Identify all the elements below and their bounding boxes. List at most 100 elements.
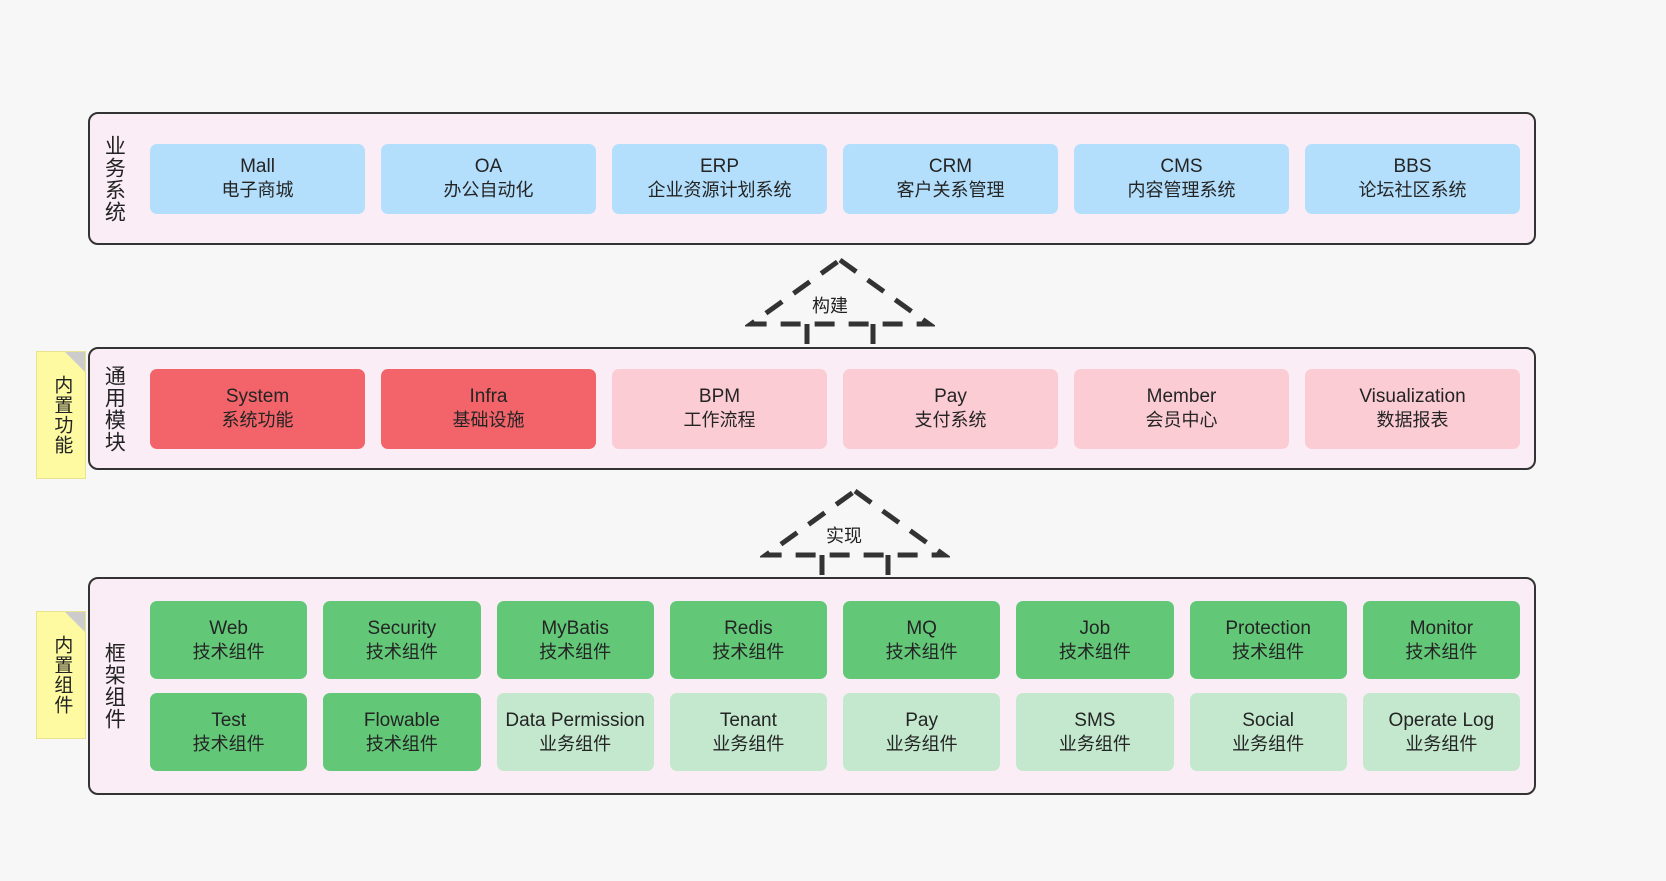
card-data-permission[interactable]: Data Permission 业务组件	[496, 693, 654, 771]
card-row: Mall 电子商城 OA 办公自动化 ERP 企业资源计划系统 CRM 客户关系…	[150, 143, 1520, 214]
card-title: Operate Log	[1388, 709, 1495, 731]
arrow-stem-icon	[804, 324, 876, 352]
card-mybatis[interactable]: MyBatis 技术组件	[496, 601, 654, 679]
card-visualization[interactable]: Visualization 数据报表	[1305, 368, 1520, 449]
card-erp[interactable]: ERP 企业资源计划系统	[612, 143, 827, 214]
card-title: MyBatis	[541, 617, 609, 639]
card-tenant[interactable]: Tenant 业务组件	[669, 693, 827, 771]
card-subtitle: 电子商城	[221, 180, 294, 201]
layer-body-modules: System 系统功能 Infra 基础设施 BPM 工作流程 Pay 支付系统…	[136, 349, 1534, 468]
card-bpm[interactable]: BPM 工作流程	[612, 368, 827, 449]
card-security[interactable]: Security 技术组件	[323, 601, 481, 679]
page-fold-icon	[65, 352, 85, 372]
layer-panel-business: 业务系统 Mall 电子商城 OA 办公自动化 ERP 企业资源计划系统 CRM…	[88, 112, 1536, 245]
layer-panel-modules: 通用模块 System 系统功能 Infra 基础设施 BPM 工作流程 Pay…	[88, 347, 1536, 470]
sticky-note-builtin-components: 内置组件	[36, 611, 86, 739]
card-title: Pay	[934, 386, 967, 408]
card-pay[interactable]: Pay 支付系统	[843, 368, 1058, 449]
layer-label-business: 业务系统	[102, 134, 126, 223]
card-row: System 系统功能 Infra 基础设施 BPM 工作流程 Pay 支付系统…	[150, 368, 1520, 449]
card-subtitle: 客户关系管理	[896, 180, 1005, 201]
card-subtitle: 业务组件	[712, 733, 785, 754]
layer-body-framework: Web 技术组件 Security 技术组件 MyBatis 技术组件 Redi…	[136, 579, 1534, 793]
card-title: Web	[209, 617, 248, 639]
card-title: Test	[211, 709, 247, 731]
card-subtitle: 技术组件	[1058, 641, 1131, 662]
card-title: Redis	[724, 617, 773, 639]
layer-panel-framework: 框架组件 Web 技术组件 Security 技术组件 MyBatis 技术组件…	[88, 577, 1536, 795]
card-subtitle: 数据报表	[1376, 410, 1449, 431]
card-row: Test 技术组件 Flowable 技术组件 Data Permission …	[150, 693, 1520, 771]
card-mq[interactable]: MQ 技术组件	[843, 601, 1001, 679]
card-oa[interactable]: OA 办公自动化	[381, 143, 596, 214]
card-subtitle: 支付系统	[914, 410, 987, 431]
card-subtitle: 技术组件	[365, 733, 438, 754]
card-subtitle: 业务组件	[1232, 733, 1305, 754]
card-title: CMS	[1160, 156, 1203, 178]
card-title: Job	[1079, 617, 1111, 639]
card-subtitle: 工作流程	[683, 410, 756, 431]
card-subtitle: 技术组件	[712, 641, 785, 662]
card-title: MQ	[906, 617, 937, 639]
card-subtitle: 技术组件	[885, 641, 958, 662]
card-flowable[interactable]: Flowable 技术组件	[323, 693, 481, 771]
arrow-impl	[760, 487, 950, 583]
card-sms[interactable]: SMS 业务组件	[1016, 693, 1174, 771]
sticky-note-builtin-functions: 内置功能	[36, 351, 86, 479]
card-title: System	[225, 386, 290, 408]
card-protection[interactable]: Protection 技术组件	[1189, 601, 1347, 679]
page-fold-icon	[65, 612, 85, 632]
card-subtitle: 技术组件	[539, 641, 612, 662]
card-job[interactable]: Job 技术组件	[1016, 601, 1174, 679]
card-subtitle: 办公自动化	[443, 180, 534, 201]
card-infra[interactable]: Infra 基础设施	[381, 368, 596, 449]
card-title: Visualization	[1359, 386, 1466, 408]
sticky-note-text: 内置功能	[51, 375, 73, 455]
card-title: Flowable	[363, 709, 440, 731]
card-title: Tenant	[719, 709, 777, 731]
card-row: Web 技术组件 Security 技术组件 MyBatis 技术组件 Redi…	[150, 601, 1520, 679]
card-subtitle: 基础设施	[452, 410, 525, 431]
card-title: ERP	[699, 156, 740, 178]
card-operate-log[interactable]: Operate Log 业务组件	[1362, 693, 1520, 771]
card-subtitle: 业务组件	[539, 733, 612, 754]
card-test[interactable]: Test 技术组件	[150, 693, 308, 771]
layer-label-framework: 框架组件	[102, 642, 126, 730]
card-system[interactable]: System 系统功能	[150, 368, 365, 449]
sticky-note-text: 内置组件	[51, 635, 73, 715]
card-redis[interactable]: Redis 技术组件	[669, 601, 827, 679]
card-subtitle: 技术组件	[192, 641, 265, 662]
card-subtitle: 会员中心	[1145, 410, 1218, 431]
card-monitor[interactable]: Monitor 技术组件	[1362, 601, 1520, 679]
card-cms[interactable]: CMS 内容管理系统	[1074, 143, 1289, 214]
arrow-head-triangle-icon	[745, 256, 935, 327]
card-subtitle: 企业资源计划系统	[647, 180, 792, 201]
card-web[interactable]: Web 技术组件	[150, 601, 308, 679]
card-member[interactable]: Member 会员中心	[1074, 368, 1289, 449]
card-pay-component[interactable]: Pay 业务组件	[843, 693, 1001, 771]
card-bbs[interactable]: BBS 论坛社区系统	[1305, 143, 1520, 214]
card-subtitle: 技术组件	[1405, 641, 1478, 662]
card-subtitle: 技术组件	[192, 733, 265, 754]
card-title: SMS	[1074, 709, 1116, 731]
arrow-build	[745, 256, 935, 352]
card-title: BBS	[1393, 156, 1432, 178]
card-crm[interactable]: CRM 客户关系管理	[843, 143, 1058, 214]
card-title: BPM	[698, 386, 741, 408]
card-subtitle: 技术组件	[365, 641, 438, 662]
card-subtitle: 业务组件	[1405, 733, 1478, 754]
arrow-label-impl: 实现	[826, 526, 862, 546]
layer-body-business: Mall 电子商城 OA 办公自动化 ERP 企业资源计划系统 CRM 客户关系…	[136, 114, 1534, 243]
card-title: Protection	[1225, 617, 1311, 639]
card-title: Data Permission	[505, 709, 645, 731]
card-title: Social	[1242, 709, 1294, 731]
card-title: Pay	[905, 709, 938, 731]
card-mall[interactable]: Mall 电子商城	[150, 143, 365, 214]
card-title: Member	[1146, 386, 1217, 408]
card-title: Security	[367, 617, 437, 639]
card-social[interactable]: Social 业务组件	[1189, 693, 1347, 771]
card-title: Mall	[240, 156, 275, 178]
card-subtitle: 业务组件	[885, 733, 958, 754]
card-subtitle: 技术组件	[1232, 641, 1305, 662]
